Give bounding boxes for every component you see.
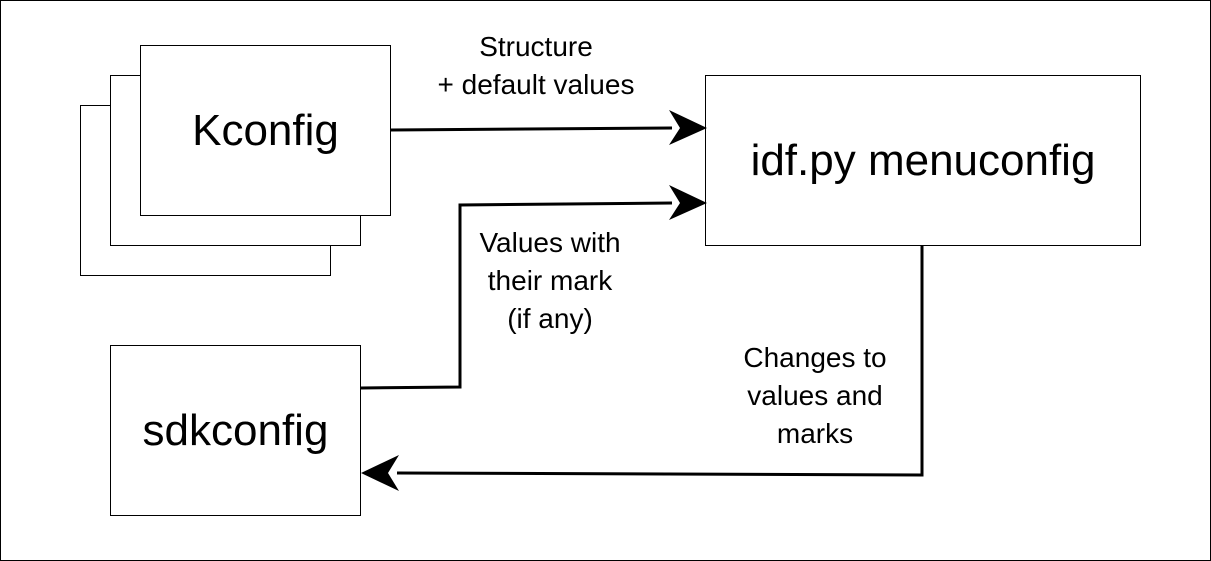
edge-label-structure-line1: Structure bbox=[479, 31, 593, 62]
edge-kconfig-to-menuconfig bbox=[390, 126, 673, 132]
edge-label-values-line3: (if any) bbox=[507, 303, 593, 334]
sdkconfig-node-label: sdkconfig bbox=[142, 405, 329, 455]
menuconfig-node: idf.py menuconfig bbox=[705, 75, 1141, 246]
edge-label-values-line1: Values with bbox=[479, 227, 621, 258]
edge-label-values: Values with their mark (if any) bbox=[445, 224, 655, 338]
arrowhead-kconfig-to-menuconfig bbox=[669, 110, 707, 145]
edge-label-changes: Changes to values and marks bbox=[710, 339, 920, 453]
edge-label-changes-line2: values and bbox=[747, 380, 883, 411]
edge-label-values-line2: their mark bbox=[487, 265, 613, 296]
kconfig-node-label: Kconfig bbox=[192, 105, 339, 155]
edge-label-structure: Structure + default values bbox=[411, 28, 661, 104]
edge-label-structure-line2: + default values bbox=[437, 69, 635, 100]
kconfig-node: Kconfig bbox=[140, 45, 391, 216]
menuconfig-node-label: idf.py menuconfig bbox=[750, 135, 1096, 185]
arrowhead-sdkconfig-to-menuconfig bbox=[669, 185, 707, 220]
edge-sdkconfig-to-menuconfig bbox=[360, 201, 673, 390]
edge-menuconfig-to-sdkconfig bbox=[396, 246, 924, 477]
edge-label-changes-line1: Changes to bbox=[743, 342, 887, 373]
sdkconfig-node: sdkconfig bbox=[110, 345, 361, 516]
arrowhead-menuconfig-to-sdkconfig bbox=[361, 455, 399, 491]
edge-label-changes-line3: marks bbox=[776, 418, 854, 449]
